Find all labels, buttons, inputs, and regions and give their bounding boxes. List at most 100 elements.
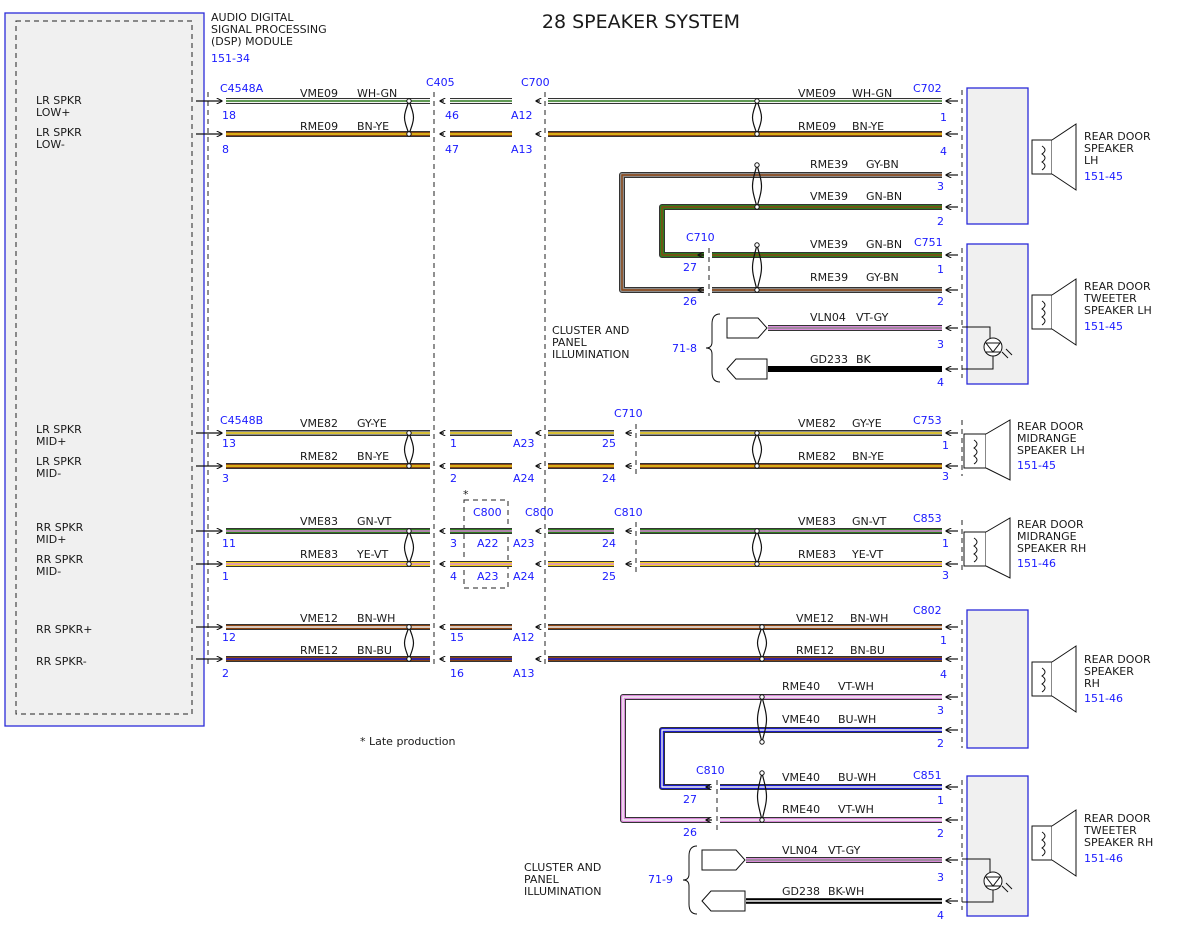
circuit-id-label: RME09 — [300, 120, 338, 133]
twisted-pair-marker-end-b — [759, 817, 765, 823]
connector-c4548b-label: C4548B — [220, 414, 263, 427]
connector-c851-label: C851 — [913, 769, 942, 782]
circuit-id-label: RME12 — [796, 644, 834, 657]
footnote-late-production: * Late production — [360, 735, 456, 748]
wire-color-label: YE-VT — [356, 548, 389, 561]
pin-number: 26 — [683, 295, 697, 308]
pin-number: 2 — [222, 667, 229, 680]
illumination-connector-lh-icon — [705, 313, 768, 383]
pin-number: 12 — [222, 631, 236, 644]
rear-door-midrange-rh-ref: 151-46 — [1017, 557, 1056, 570]
dsp-pin-rr-plus: RR SPKR+ — [36, 623, 92, 636]
circuit-id-label: RME82 — [300, 450, 338, 463]
pin-number: 11 — [222, 537, 236, 550]
pin-number: 13 — [222, 437, 236, 450]
pin-number: 26 — [683, 826, 697, 839]
tweeter-speaker-icon — [1031, 278, 1077, 346]
twisted-pair-marker-end-a — [406, 98, 412, 104]
rear-door-midrange-lh-ref: 151-45 — [1017, 459, 1056, 472]
pin-number: 1 — [940, 634, 947, 647]
pin-number: 3 — [937, 704, 944, 717]
wire-color-label: VT-WH — [838, 803, 874, 816]
wire-color-label: BN-WH — [850, 612, 888, 625]
tweeter-speaker-rh-icon — [1031, 809, 1077, 877]
circuit-id-label: RME39 — [810, 158, 848, 171]
circuit-id-label: VME09 — [798, 87, 836, 100]
late-production-star: * — [463, 488, 469, 501]
twisted-pair-marker-end-b — [759, 739, 765, 745]
twisted-pair-marker-end-b — [754, 463, 760, 469]
dsp-module-ref: 151-34 — [211, 52, 250, 65]
pin-number: A12 — [513, 631, 535, 644]
twisted-pair-marker-end-b — [754, 131, 760, 137]
rear-door-tweeter-rh-ref: 151-46 — [1084, 852, 1123, 865]
twisted-pair-marker — [403, 626, 415, 660]
illumination-connector-rh-icon — [682, 845, 746, 915]
twisted-pair-marker-end-a — [406, 528, 412, 534]
twisted-pair-marker-end-b — [754, 561, 760, 567]
twisted-pair-marker — [751, 164, 763, 208]
rear-door-tweeter-lh-box — [966, 243, 1029, 385]
pin-number: 4 — [940, 145, 947, 158]
pin-number: 46 — [445, 109, 459, 122]
circuit-id-label: RME12 — [300, 644, 338, 657]
wire-color-label: GY-YE — [357, 417, 387, 430]
pin-number: A24 — [513, 570, 535, 583]
twisted-pair-marker-end-b — [754, 287, 760, 293]
pin-number: 16 — [450, 667, 464, 680]
connector-c802-label: C802 — [913, 604, 942, 617]
twisted-pair-marker — [751, 530, 763, 565]
led-lamp-rh-icon — [962, 858, 1013, 903]
connector-c810-mid-label: C810 — [614, 506, 643, 519]
circuit-id-label: VLN04 — [810, 311, 846, 324]
pin-number: A13 — [511, 143, 533, 156]
connector-c810-bottom-label: C810 — [696, 764, 725, 777]
twisted-pair-marker — [403, 100, 415, 135]
circuit-id-label: VME82 — [300, 417, 338, 430]
wire-color-label: BN-BU — [357, 644, 392, 657]
pin-number: A23 — [477, 570, 499, 583]
wire-color-label: BU-WH — [838, 713, 876, 726]
wire-color-label: WH-GN — [852, 87, 892, 100]
wire-vme40-loop-stripe — [661, 729, 942, 788]
rear-door-speaker-rh-ref: 151-46 — [1084, 692, 1123, 705]
pin-number: A23 — [513, 537, 535, 550]
dsp-pin-rr-minus: RR SPKR- — [36, 655, 87, 668]
connector-c710-mid-label: C710 — [614, 407, 643, 420]
rear-door-speaker-lh-box — [966, 87, 1029, 225]
circuit-id-label: VME40 — [782, 713, 820, 726]
pin-number: 27 — [683, 261, 697, 274]
wire-color-label: WH-GN — [357, 87, 397, 100]
circuit-id-label: VME40 — [782, 771, 820, 784]
midrange-speaker-rh-icon — [963, 517, 1011, 579]
circuit-id-label: VME83 — [798, 515, 836, 528]
circuit-id-label: RME82 — [798, 450, 836, 463]
wire-color-label: YE-VT — [851, 548, 884, 561]
wire-color-label: GN-BN — [866, 190, 902, 203]
circuit-id-label: RME83 — [798, 548, 836, 561]
speaker-rh-icon — [1031, 645, 1077, 713]
twisted-pair-marker-end-a — [754, 98, 760, 104]
pin-number: 3 — [937, 180, 944, 193]
wire-rme39-loop-stripe — [621, 174, 942, 291]
pin-number: 2 — [937, 295, 944, 308]
connector-c800-late-label: C800 — [473, 506, 502, 519]
pin-number: 2 — [937, 737, 944, 750]
wire-color-label: GN-VT — [357, 515, 392, 528]
illumination-rh-ref: 71-9 — [648, 873, 673, 886]
twisted-pair-marker-end-a — [754, 162, 760, 168]
pin-number: 24 — [602, 537, 616, 550]
rear-door-tweeter-rh-box — [966, 775, 1029, 917]
pin-number: 3 — [942, 569, 949, 582]
pin-number: A12 — [511, 109, 533, 122]
twisted-pair-marker-end-b — [406, 131, 412, 137]
wire-color-label: GY-BN — [866, 271, 899, 284]
pin-number: 24 — [602, 472, 616, 485]
pin-number: 47 — [445, 143, 459, 156]
twisted-pair-marker — [756, 626, 768, 660]
